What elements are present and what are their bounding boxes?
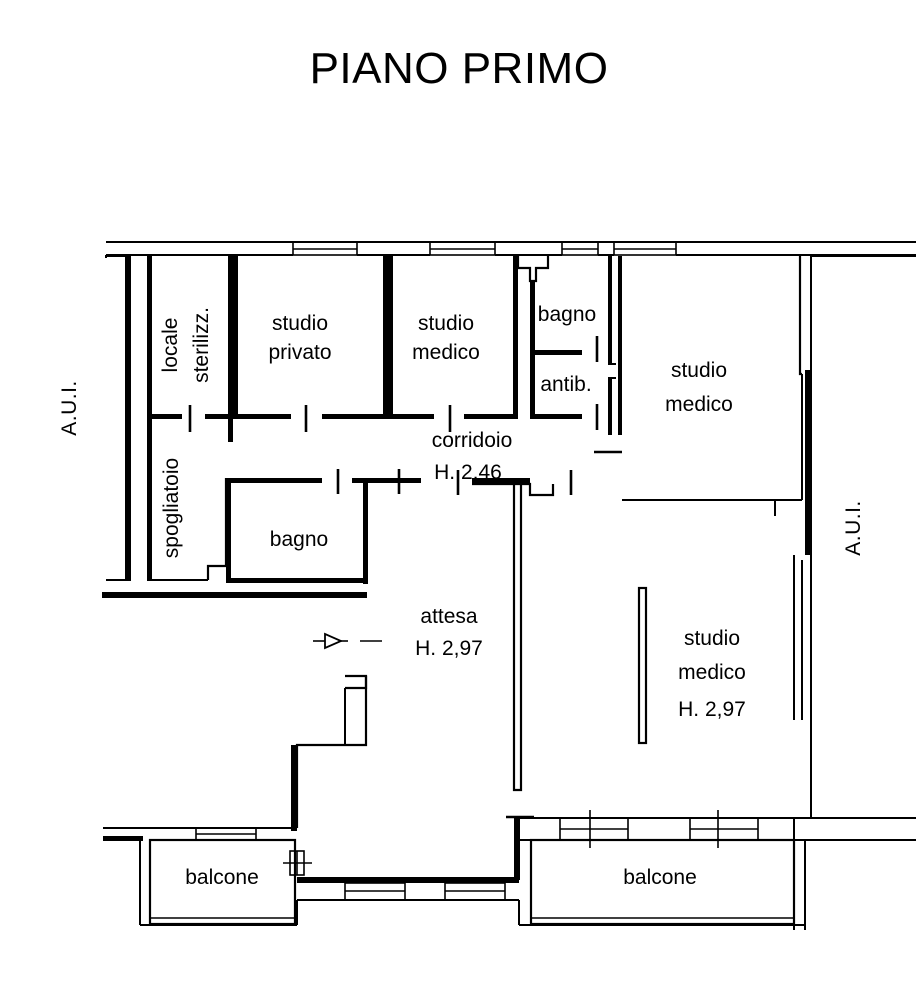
room-label-attesa: attesa	[420, 605, 478, 628]
room-label-studio-medico-1-line2: medico	[412, 341, 480, 364]
room-label-bagno-2: bagno	[270, 528, 328, 551]
room-label-bagno-1: bagno	[538, 303, 596, 326]
room-label-balcone-left: balcone	[185, 866, 259, 889]
room-label-studio-medico-3-line1: studio	[684, 627, 740, 650]
room-label-studio-privato-line1: studio	[272, 312, 328, 335]
room-label-studio-privato-line2: privato	[268, 341, 331, 364]
room-label-corridoio: corridoio	[432, 429, 513, 452]
room-labels: locale sterilizz. studio privato studio …	[58, 303, 865, 889]
spogliatoio-bagno-walls	[147, 419, 401, 584]
room-label-studio-medico-2-line1: studio	[671, 359, 727, 382]
left-exterior-wall	[102, 255, 367, 598]
room-label-studio-medico-1-line1: studio	[418, 312, 474, 335]
label-aui-left: A.U.I.	[58, 380, 81, 436]
corridoio-walls	[363, 470, 573, 508]
label-aui-right: A.U.I.	[842, 500, 865, 556]
right-exterior-wall	[793, 255, 916, 930]
room-label-balcone-right: balcone	[623, 866, 697, 889]
bottom-walls	[103, 810, 805, 926]
top-rooms-walls	[147, 256, 599, 442]
page-title: PIANO PRIMO	[309, 44, 609, 93]
entrance-arrow-icon	[313, 632, 382, 650]
balcony-door-marker	[283, 850, 312, 876]
perimeter-walls	[106, 241, 916, 256]
room-label-studio-medico-3-height: H. 2,97	[678, 698, 746, 721]
room-label-studio-medico-3-line2: medico	[678, 661, 746, 684]
room-label-locale: locale	[159, 318, 182, 373]
studio-medico-lower-right-walls	[637, 555, 803, 745]
studio-medico-upper-right-walls	[594, 256, 803, 516]
room-label-spogliatoio: spogliatoio	[160, 458, 183, 558]
room-label-sterilizz: sterilizz.	[190, 307, 213, 383]
room-label-studio-medico-2-line2: medico	[665, 393, 733, 416]
room-label-attesa-height: H. 2,97	[415, 637, 483, 660]
room-label-corridoio-height: H. 2,46	[434, 461, 502, 484]
attesa-walls	[291, 632, 382, 831]
central-partition-wall	[506, 484, 534, 819]
room-label-antibagno: antib.	[540, 373, 591, 396]
